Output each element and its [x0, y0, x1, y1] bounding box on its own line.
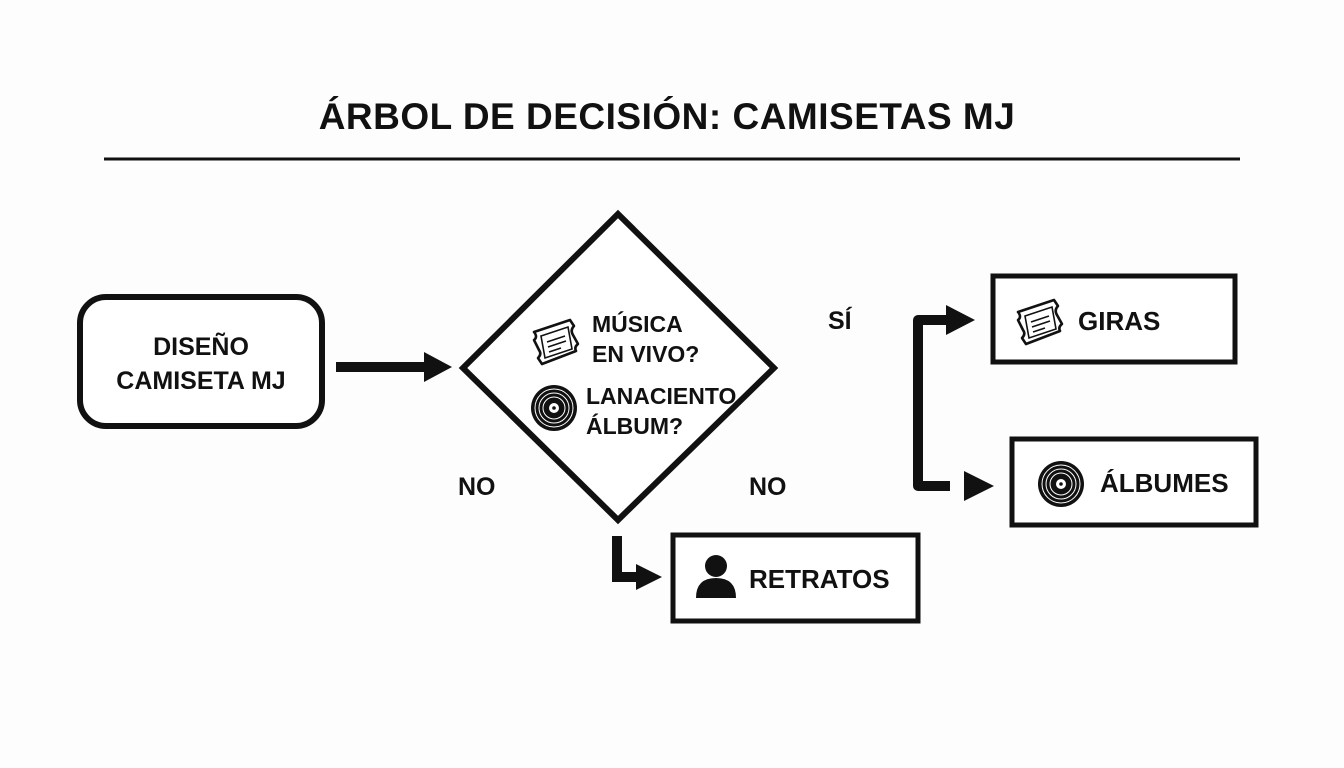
vinyl-record-icon — [530, 384, 578, 432]
start-node-line-1: DISEÑO — [153, 333, 249, 361]
start-node-box — [77, 294, 325, 429]
branch-label-yes: SÍ — [828, 307, 852, 335]
decision-diamond — [458, 209, 779, 525]
outcome-label-albums: ÁLBUMES — [1100, 468, 1229, 498]
outcome-label-portraits: RETRATOS — [749, 564, 890, 594]
arrow-start-to-decision — [336, 352, 452, 382]
branch-label-no-right: NO — [749, 473, 787, 501]
question-album-release-line-2: ÁLBUM? — [586, 413, 684, 439]
start-node-line-2: CAMISETA MJ — [116, 367, 286, 395]
outcome-label-tours: GIRAS — [1078, 306, 1161, 336]
arrow-yes-branches — [913, 305, 994, 501]
vinyl-record-icon — [1037, 460, 1085, 508]
arrow-no-to-portraits — [612, 536, 662, 590]
question-live-music-line-2: EN VIVO? — [592, 341, 700, 367]
question-album-release: LANACIENTO ÁLBUM? — [586, 381, 736, 441]
start-node-label: DISEÑO CAMISETA MJ — [80, 330, 322, 398]
person-icon — [696, 555, 736, 598]
outcome-box-portraits — [670, 532, 921, 624]
question-live-music: MÚSICA EN VIVO? — [592, 309, 699, 369]
branch-label-no-left: NO — [458, 473, 496, 501]
question-live-music-line-1: MÚSICA — [592, 311, 683, 337]
diagram-title: ÁRBOL DE DECISIÓN: CAMISETAS MJ — [318, 96, 1016, 137]
question-album-release-line-1: LANACIENTO — [586, 383, 737, 409]
